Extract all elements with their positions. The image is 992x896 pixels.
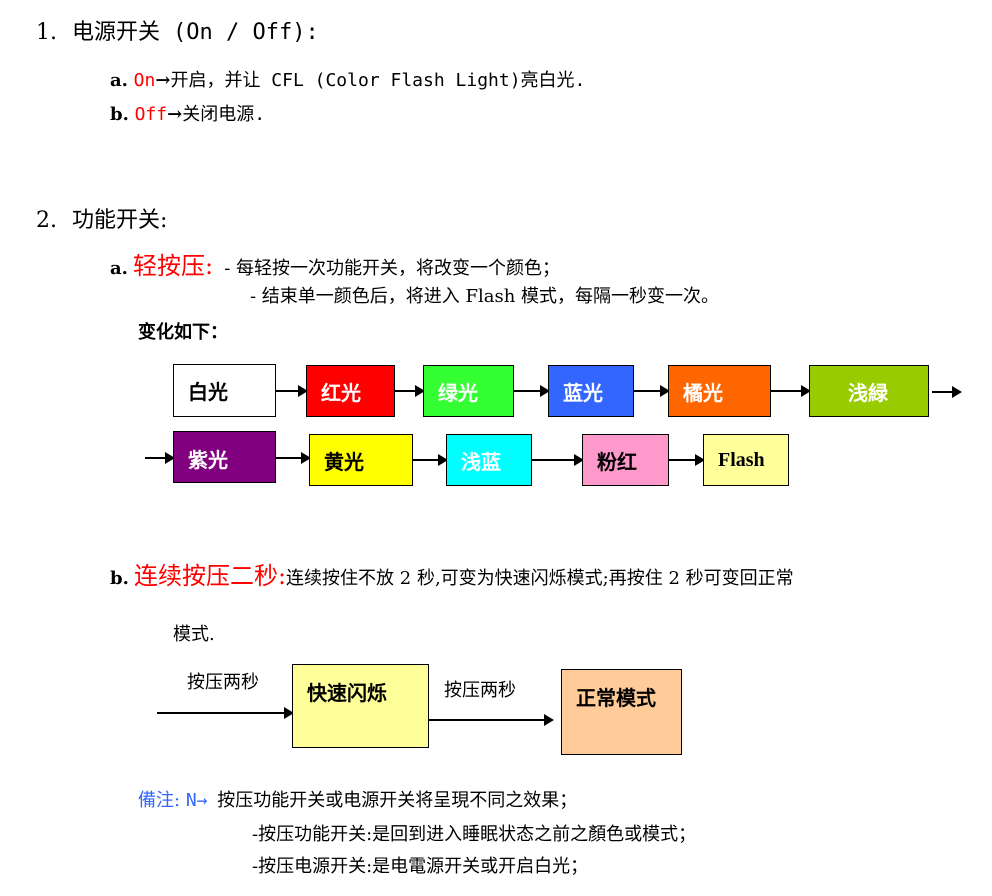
arrow-right-icon xyxy=(276,385,308,397)
color-box-light-green: 浅緑 xyxy=(809,365,929,417)
color-label: 浅蓝 xyxy=(461,449,501,474)
section1-item-b: b. Off→关闭电源. xyxy=(110,100,265,126)
section2-item-b: b. 连续按压二秒:连续按住不放 2 秒,可变为快速闪烁模式;再按住 2 秒可变… xyxy=(110,556,794,591)
color-label: 浅緑 xyxy=(848,380,888,405)
color-label: 紫光 xyxy=(188,448,228,472)
on-description: 开启，并让 CFL (Color Flash Light)亮白光. xyxy=(170,70,586,91)
arrow-right-icon xyxy=(413,454,448,466)
arrow-right-icon xyxy=(429,714,554,726)
flow-label-press-two-seconds: 按压两秒 xyxy=(187,672,259,693)
section2-number: 2. xyxy=(36,208,57,233)
item-a-label: a. xyxy=(110,70,128,91)
color-label: Flash xyxy=(718,448,765,471)
arrow-right-icon: → xyxy=(155,70,171,91)
section2-heading: 2. 功能开关: xyxy=(36,202,167,234)
flow-box-label: 快速闪烁 xyxy=(307,681,387,705)
note: 備注: N→ 按压功能开关或电源开关将呈現不同之效果； xyxy=(138,786,577,812)
arrow-right-icon xyxy=(514,385,550,397)
section1-paren: (On / Off): xyxy=(173,20,319,45)
color-box-green: 绿光 xyxy=(423,365,514,417)
sequence-heading: 变化如下： xyxy=(138,322,228,343)
color-label: 黄光 xyxy=(324,449,364,474)
arrow-right-icon xyxy=(771,385,811,397)
item-b-label: b. xyxy=(110,568,129,589)
long-press-text: 连续按住不放 2 秒,可变为快速闪烁模式;再按住 2 秒可变回正常 xyxy=(286,568,794,589)
off-description: 关闭电源. xyxy=(182,104,266,125)
arrow-right-icon xyxy=(634,385,670,397)
light-press-title: 轻按压: xyxy=(133,252,214,280)
section1-number: 1. xyxy=(36,20,57,45)
color-label: 白光 xyxy=(188,380,228,404)
color-box-yellow: 黄光 xyxy=(309,434,413,486)
item-b-label: b. xyxy=(110,104,129,125)
arrow-right-icon xyxy=(145,452,175,464)
color-box-red: 红光 xyxy=(306,365,395,417)
note-line3: -按压电源开关:是电電源开关或开启白光； xyxy=(252,856,589,877)
color-label: 粉红 xyxy=(597,449,637,474)
color-box-flash: Flash xyxy=(703,434,789,486)
arrow-right-icon xyxy=(395,385,425,397)
color-box-orange: 橘光 xyxy=(668,365,771,417)
flow-box-normal-mode: 正常模式 xyxy=(561,669,682,755)
light-press-line2: - 结束单一颜色后，将进入 Flash 模式，每隔一秒变一次。 xyxy=(250,286,720,307)
color-label: 绿光 xyxy=(438,380,478,405)
color-box-white: 白光 xyxy=(173,364,276,417)
color-box-purple: 紫光 xyxy=(173,431,276,483)
item-a-label: a. xyxy=(110,258,128,279)
on-keyword: On xyxy=(133,70,156,91)
section1-heading: 1. 电源开关 (On / Off): xyxy=(36,14,319,46)
light-press-line1: - 每轻按一次功能开关，将改变一个颜色； xyxy=(224,258,561,279)
off-keyword: Off xyxy=(134,104,168,125)
note-line2: -按压功能开关:是回到进入睡眠状态之前之顏色或模式； xyxy=(252,824,697,845)
section1-title: 电源开关 xyxy=(72,20,161,45)
note-label: 備注: xyxy=(138,790,181,811)
long-press-text-cont: 模式. xyxy=(173,624,215,645)
color-label: 橘光 xyxy=(683,380,723,405)
arrow-right-icon xyxy=(532,454,584,466)
color-box-light-blue: 浅蓝 xyxy=(446,434,532,486)
section2-title: 功能开关: xyxy=(72,208,168,233)
color-label: 红光 xyxy=(321,380,361,405)
flow-box-fast-flash: 快速闪烁 xyxy=(292,664,429,748)
color-box-pink: 粉红 xyxy=(582,434,669,486)
flow-box-label: 正常模式 xyxy=(576,686,656,710)
section2-item-a: a. 轻按压: - 每轻按一次功能开关，将改变一个颜色； xyxy=(110,246,560,281)
note-key: N→ xyxy=(185,790,208,811)
note-line1: 按压功能开关或电源开关将呈現不同之效果； xyxy=(217,790,578,811)
flow-label-press-two-seconds-2: 按压两秒 xyxy=(444,680,516,701)
long-press-title: 连续按压二秒: xyxy=(133,562,287,590)
arrow-right-icon xyxy=(932,386,962,398)
arrow-right-icon: → xyxy=(167,104,183,125)
color-label: 蓝光 xyxy=(563,380,603,405)
arrow-right-icon xyxy=(276,452,311,464)
color-box-blue: 蓝光 xyxy=(548,365,634,417)
arrow-right-icon xyxy=(669,454,705,466)
section1-item-a: a. On→开启，并让 CFL (Color Flash Light)亮白光. xyxy=(110,66,585,92)
arrow-right-icon xyxy=(157,707,294,719)
